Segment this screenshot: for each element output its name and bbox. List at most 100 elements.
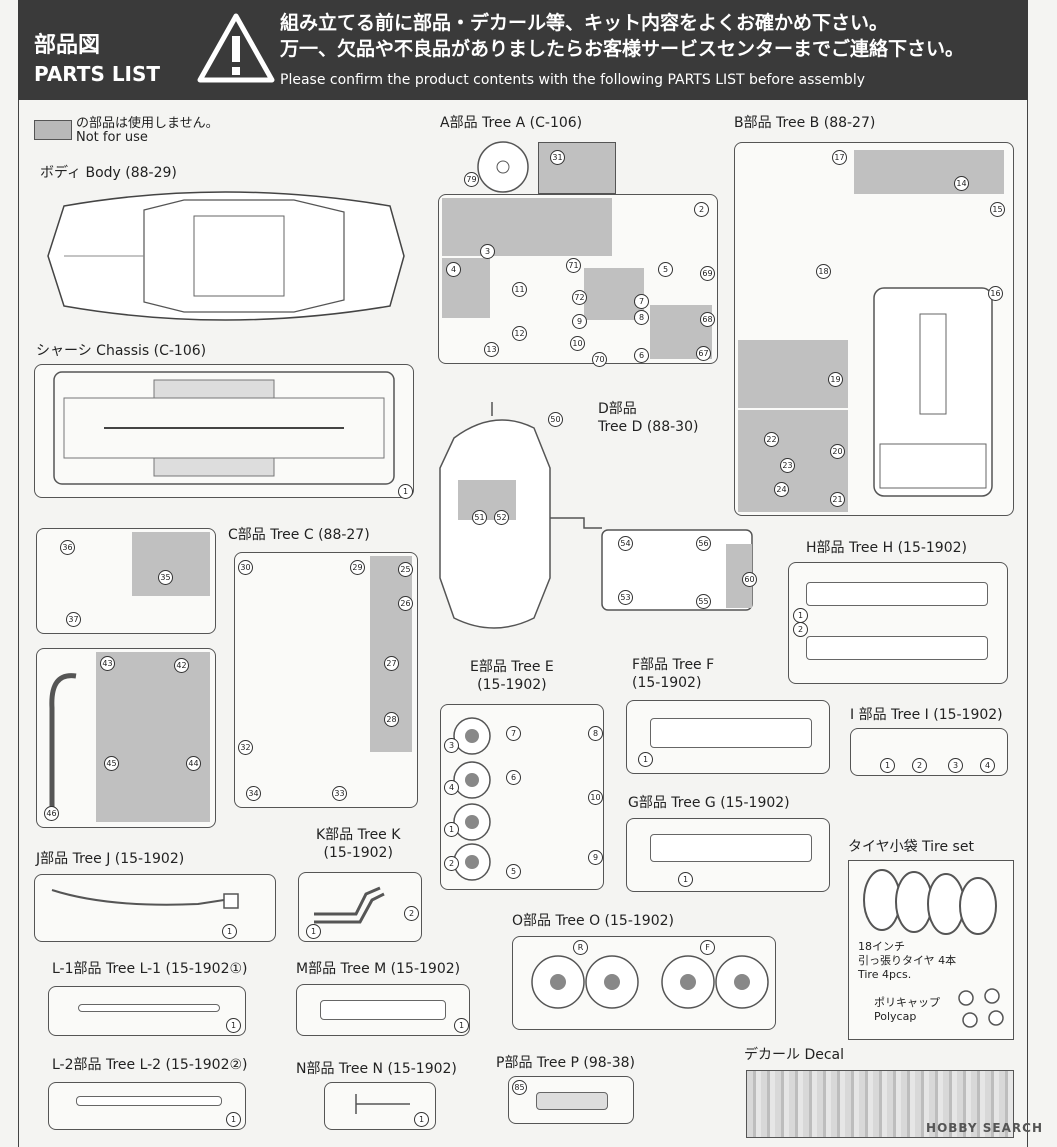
tree-k-label: K部品 Tree K (15-1902) xyxy=(316,826,400,862)
header-banner: 部品図 PARTS LIST 組み立てる前に部品・デカール等、キット内容をよくお… xyxy=(18,0,1028,100)
front-wheel-mark: F xyxy=(700,940,715,955)
tree-b-unused-14 xyxy=(854,150,1004,194)
tire-en: Tire 4pcs. xyxy=(858,968,912,981)
notice-jp: 組み立てる前に部品・デカール等、キット内容をよくお確かめ下さい。 万一、欠品や不… xyxy=(280,10,964,62)
tree-b-part-number: 17 xyxy=(832,150,847,165)
tree-m-num-1: 1 xyxy=(454,1018,469,1033)
tree-c-part-number: 34 xyxy=(246,786,261,801)
tree-a-part-number: 7 xyxy=(634,294,649,309)
tree-e-part-number: 1 xyxy=(444,822,459,837)
tree-b-label: B部品 Tree B (88-27) xyxy=(734,115,876,131)
tree-c-part-number: 45 xyxy=(104,756,119,771)
tree-h-num-1: 1 xyxy=(793,608,808,623)
tree-c-part-number: 25 xyxy=(398,562,413,577)
tree-e-part-number: 9 xyxy=(588,850,603,865)
tree-i-num-4: 4 xyxy=(980,758,995,773)
tree-a-part-number: 3 xyxy=(480,244,495,259)
tree-i-num-1: 1 xyxy=(880,758,895,773)
tree-c-part-number: 26 xyxy=(398,596,413,611)
tree-e-part-number: 5 xyxy=(506,864,521,879)
tree-l2 xyxy=(48,1082,246,1130)
tree-g-num-1: 1 xyxy=(678,872,693,887)
tree-a-part-number: 6 xyxy=(634,348,649,363)
chassis-drawing xyxy=(53,371,395,485)
tree-p-label: P部品 Tree P (98-38) xyxy=(496,1055,636,1071)
tree-a-part-number: 8 xyxy=(634,310,649,325)
tree-h-part-2 xyxy=(806,636,988,660)
tree-a-part-number: 12 xyxy=(512,326,527,341)
tree-c-label: C部品 Tree C (88-27) xyxy=(228,527,370,543)
tree-c-part-number: 36 xyxy=(60,540,75,555)
tree-h xyxy=(788,562,1008,684)
tree-e-part-number: 2 xyxy=(444,856,459,871)
tree-e-part-number: 8 xyxy=(588,726,603,741)
tree-a-part-number: 67 xyxy=(696,346,711,361)
tree-j-rod xyxy=(51,889,239,909)
tree-a-unused-area xyxy=(442,198,612,256)
tire-jp-1: 18インチ xyxy=(858,940,905,953)
rear-wheel-mark: R xyxy=(573,940,588,955)
polycap-text: ポリキャップ Polycap xyxy=(874,996,940,1024)
tree-e-part-number: 3 xyxy=(444,738,459,753)
tree-a-part-number: 2 xyxy=(694,202,709,217)
tree-c-part-number: 44 xyxy=(186,756,201,771)
tree-o-label: O部品 Tree O (15-1902) xyxy=(512,913,674,929)
tree-b-part-number: 18 xyxy=(816,264,831,279)
tree-c-part-number: 28 xyxy=(384,712,399,727)
tree-a-label: A部品 Tree A (C-106) xyxy=(440,115,583,131)
watermark: HOBBY SEARCH xyxy=(926,1121,1043,1135)
tree-p-grille xyxy=(536,1092,608,1110)
tree-a-part-number: 13 xyxy=(484,342,499,357)
tree-g-label: G部品 Tree G (15-1902) xyxy=(628,795,790,811)
tree-k-num-1: 1 xyxy=(306,924,321,939)
tree-c-part-number: 37 xyxy=(66,612,81,627)
tree-b-part-number: 20 xyxy=(830,444,845,459)
tree-l1-num-1: 1 xyxy=(226,1018,241,1033)
tree-b-part-number: 21 xyxy=(830,492,845,507)
notice-jp-line-2: 万一、欠品や不良品がありましたらお客様サービスセンターまでご連絡下さい。 xyxy=(280,38,965,60)
tree-k-label-1: K部品 Tree K xyxy=(316,827,401,843)
tree-k-label-2: (15-1902) xyxy=(323,845,393,861)
tree-m-label: M部品 Tree M (15-1902) xyxy=(296,961,461,977)
tree-b-part-number: 23 xyxy=(780,458,795,473)
sheet-frame xyxy=(18,100,1028,1147)
tree-d-part-number: 52 xyxy=(494,510,509,525)
title-jp: 部品図 xyxy=(34,33,101,58)
tree-h-part-1 xyxy=(806,582,988,606)
tree-f-part-1 xyxy=(650,718,812,748)
tree-o-wheels xyxy=(531,955,769,1009)
tree-b-body-shell xyxy=(873,287,993,497)
tree-f-label-1: F部品 Tree F xyxy=(632,657,715,673)
tree-l1-part-1 xyxy=(78,1004,220,1012)
title-en: PARTS LIST xyxy=(34,62,161,86)
tree-c-part-number: 33 xyxy=(332,786,347,801)
tree-a-part-number: 70 xyxy=(592,352,607,367)
tree-l1-label: L-1部品 Tree L-1 (15-1902①) xyxy=(52,961,248,977)
tree-b-part-number: 15 xyxy=(990,202,1005,217)
warning-icon xyxy=(197,13,275,83)
legend-jp: の部品は使用しません。 xyxy=(76,116,219,131)
tree-d-part-number: 51 xyxy=(472,510,487,525)
tree-a-part-number: 11 xyxy=(512,282,527,297)
tree-g-part-1 xyxy=(650,834,812,862)
tree-a-part-number: 9 xyxy=(572,314,587,329)
body-drawing xyxy=(47,191,405,321)
notice-jp-line-1: 組み立てる前に部品・デカール等、キット内容をよくお確かめ下さい。 xyxy=(280,12,889,34)
tree-d-part-number: 55 xyxy=(696,594,711,609)
tree-e-part-number: 10 xyxy=(588,790,603,805)
tree-d-part-number: 56 xyxy=(696,536,711,551)
tree-a-part-number: 71 xyxy=(566,258,581,273)
tree-e-label-2: (15-1902) xyxy=(477,677,547,693)
tree-l2-label: L-2部品 Tree L-2 (15-1902②) xyxy=(52,1057,248,1073)
tree-n-label: N部品 Tree N (15-1902) xyxy=(296,1061,457,1077)
tree-d-part-number: 54 xyxy=(618,536,633,551)
tree-e-part-number: 7 xyxy=(506,726,521,741)
tree-f-num-1: 1 xyxy=(638,752,653,767)
tree-e-label: E部品 Tree E (15-1902) xyxy=(470,658,554,694)
chassis-label: シャーシ Chassis (C-106) xyxy=(36,343,207,359)
tree-j-label: J部品 Tree J (15-1902) xyxy=(36,851,185,867)
tree-a-part-number: 72 xyxy=(572,290,587,305)
tree-n-num-1: 1 xyxy=(414,1112,429,1127)
tree-i-label: I 部品 Tree I (15-1902) xyxy=(850,707,1003,723)
tree-h-num-2: 2 xyxy=(793,622,808,637)
